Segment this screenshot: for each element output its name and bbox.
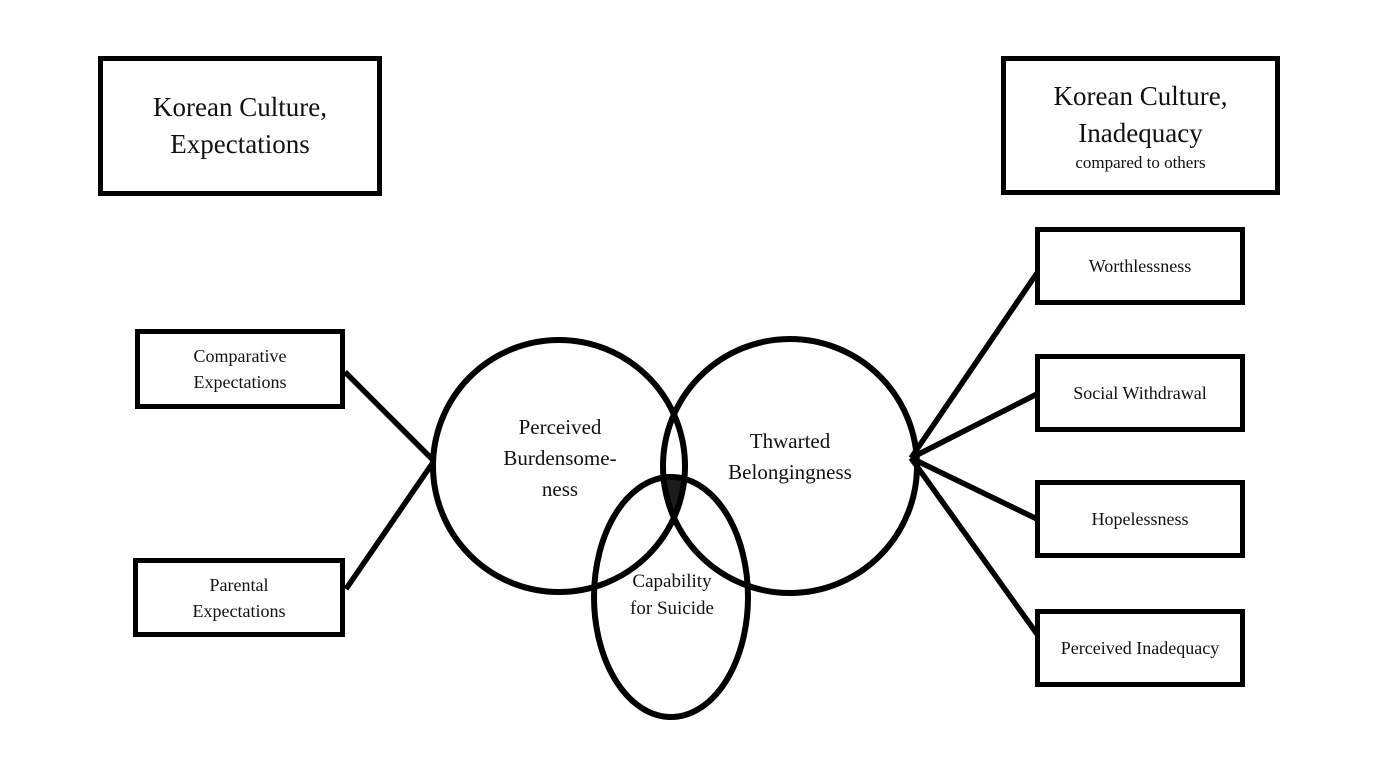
perceived-burdensomeness-circle: [430, 337, 688, 595]
thwarted-belongingness-circle: [660, 336, 920, 596]
capability-for-suicide-ellipse: [591, 474, 751, 720]
korean-culture-inadequacy-line1: Korean Culture,: [1053, 80, 1228, 111]
hopelessness-box: Hopelessness: [1035, 480, 1245, 558]
connector-comparative-expectations: [343, 370, 436, 463]
parental-expectations-box: Parental Expectations: [133, 558, 345, 637]
comparative-expectations-line1: Comparative: [193, 346, 287, 366]
korean-culture-inadequacy-box: Korean Culture, Inadequacy compared to o…: [1001, 56, 1280, 195]
korean-culture-inadequacy-subtitle: compared to others: [1075, 152, 1206, 172]
parental-expectations-line1: Parental: [209, 574, 269, 595]
worthlessness-label: Worthlessness: [1088, 256, 1192, 276]
korean-culture-expectations-box: Korean Culture, Expectations: [98, 56, 382, 196]
korean-culture-expectations-line2: Expectations: [170, 129, 310, 159]
connector-parental-expectations: [343, 459, 437, 591]
connector-hopelessness: [909, 455, 1039, 522]
perceived-inadequacy-label: Perceived Inadequacy: [1060, 638, 1220, 658]
connector-worthlessness: [908, 271, 1040, 460]
korean-culture-inadequacy-line2: Inadequacy: [1078, 117, 1203, 148]
connector-social-withdrawal: [909, 391, 1039, 461]
worthlessness-box: Worthlessness: [1035, 227, 1245, 305]
hopelessness-label: Hopelessness: [1091, 509, 1189, 529]
perceived-inadequacy-box: Perceived Inadequacy: [1035, 609, 1245, 687]
comparative-expectations-box: Comparative Expectations: [135, 329, 345, 409]
comparative-expectations-line2: Expectations: [193, 372, 287, 392]
social-withdrawal-box: Social Withdrawal: [1035, 354, 1245, 432]
connector-perceived-inadequacy: [908, 456, 1040, 636]
parental-expectations-line2: Expectations: [192, 600, 286, 621]
korean-culture-expectations-line1: Korean Culture,: [153, 92, 327, 122]
social-withdrawal-label: Social Withdrawal: [1073, 383, 1207, 403]
